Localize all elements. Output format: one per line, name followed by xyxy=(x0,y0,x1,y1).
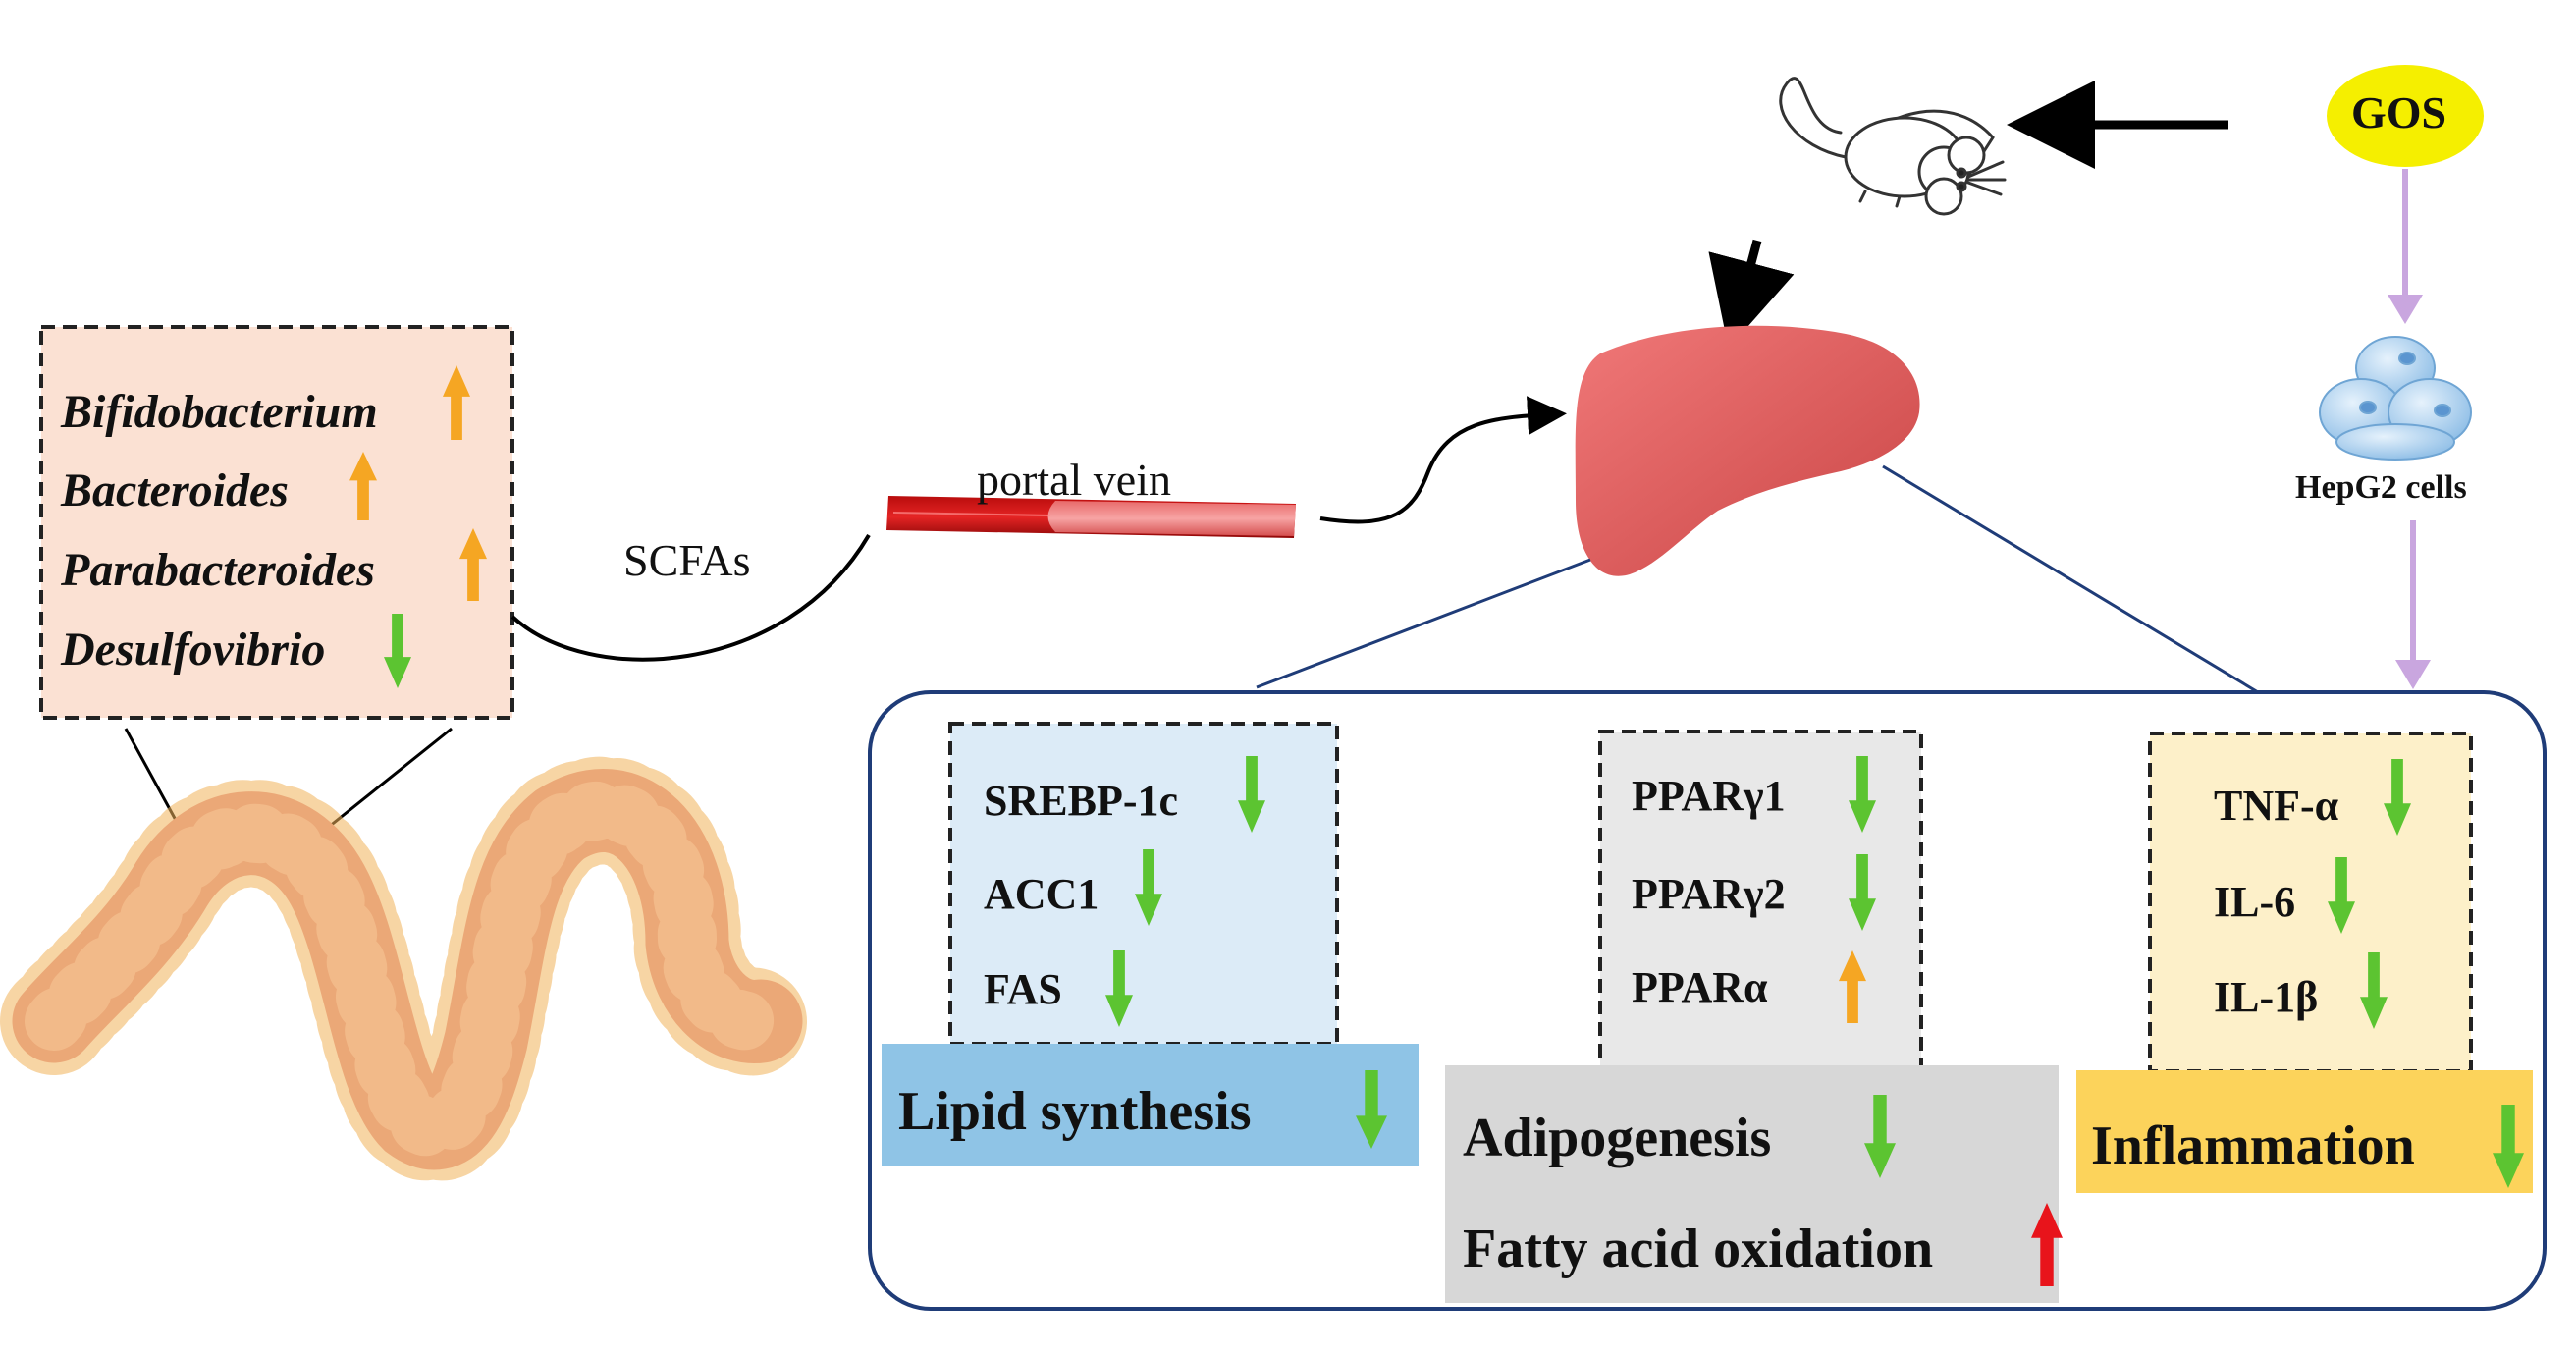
hepg2-cells-illustration xyxy=(2319,336,2472,461)
lipid-gene-3: FAS xyxy=(984,965,1062,1013)
mouse-to-liver-arrow xyxy=(1708,239,1795,349)
adipo-outcome-1: Adipogenesis xyxy=(1463,1108,1772,1168)
inflam-gene-3: IL-1β xyxy=(2214,973,2319,1021)
lipid-outcome-label: Lipid synthesis xyxy=(898,1081,1252,1142)
vein-to-liver-arrow xyxy=(1319,396,1567,524)
hepg2-label: HepG2 cells xyxy=(2295,469,2467,506)
microbiota-box xyxy=(39,325,514,720)
lipid-gene-1: SREBP-1c xyxy=(984,777,1178,825)
scfas-curve xyxy=(510,533,871,662)
portal-vein xyxy=(886,496,1296,538)
liver-illustration xyxy=(1575,325,1920,576)
microbiota-item-4: Desulfovibrio xyxy=(61,624,326,676)
inflam-gene-box xyxy=(2148,732,2473,1073)
gos-ellipse xyxy=(2327,65,2484,167)
liver-line-right xyxy=(1882,464,2259,694)
gos-label: GOS xyxy=(2351,87,2447,137)
mechanism-frame xyxy=(868,690,2547,1311)
adipo-gene-2: PPARγ2 xyxy=(1632,870,1786,918)
intestine-illustration xyxy=(0,756,815,1182)
mouse-illustration xyxy=(1779,77,2007,216)
liver-line-left xyxy=(1256,558,1591,689)
adipo-gene-1: PPARγ1 xyxy=(1632,772,1786,820)
inflam-gene-2: IL-6 xyxy=(2214,878,2296,926)
lipid-gene-2: ACC1 xyxy=(984,870,1100,918)
inflam-outcome-label: Inflammation xyxy=(2091,1115,2415,1176)
microbiota-item-3: Parabacteroides xyxy=(61,544,375,596)
adipo-outcome-2: Fatty acid oxidation xyxy=(1463,1219,1934,1279)
scfas-label: SCFAs xyxy=(623,535,751,585)
lipid-outcome-bar xyxy=(882,1044,1419,1166)
adipo-outcome-bar xyxy=(1445,1065,2059,1303)
adipo-gene-3: PPARα xyxy=(1632,963,1768,1011)
inflam-gene-1: TNF-α xyxy=(2214,782,2339,830)
microbiota-item-1: Bifidobacterium xyxy=(61,386,378,438)
portal-vein-label: portal vein xyxy=(977,455,1171,505)
microbiota-item-2: Bacteroides xyxy=(61,464,289,516)
inflam-outcome-bar xyxy=(2076,1070,2533,1193)
